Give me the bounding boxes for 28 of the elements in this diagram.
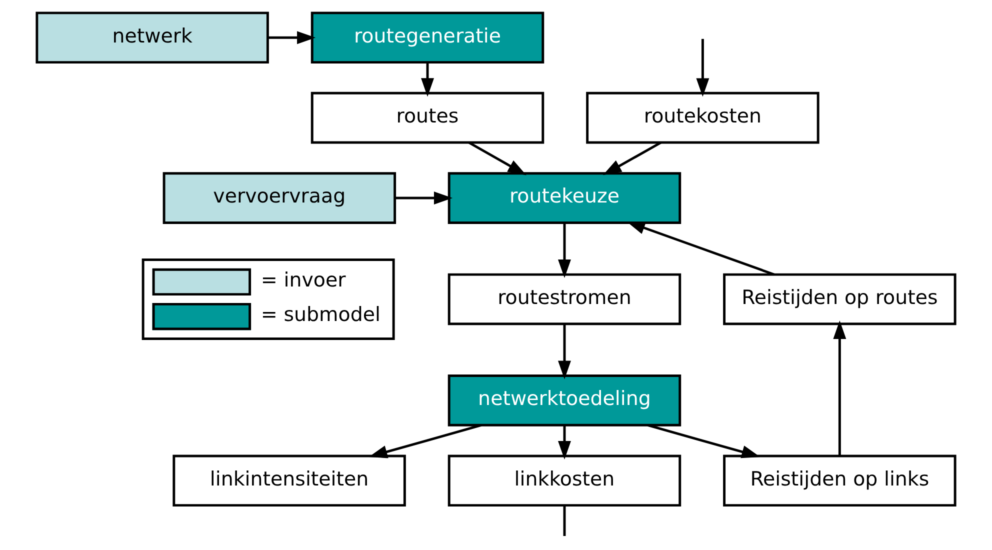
arrow [647, 424, 760, 458]
arrow [558, 324, 571, 380]
arrow [602, 142, 662, 176]
arrow [696, 38, 710, 97]
node-box: linkkosten [448, 454, 682, 507]
node-box: Reistijden op routes [723, 273, 956, 326]
node-box: netwerk [36, 12, 269, 64]
arrow [395, 192, 453, 205]
legend-label: = invoer [260, 268, 346, 292]
arrow [421, 62, 434, 97]
connector [563, 506, 566, 536]
node-box: vervoervraag [162, 172, 396, 224]
arrow [468, 142, 526, 176]
node-box: routegeneratie [310, 12, 544, 64]
arrow [626, 222, 775, 276]
node-box: routes [310, 92, 544, 144]
arrow [558, 223, 571, 278]
arrow [368, 424, 482, 458]
node-box: routekeuze [448, 172, 682, 224]
legend-label: = submodel [260, 303, 380, 326]
node-box: routekosten [586, 92, 820, 144]
arrow [268, 31, 316, 44]
arrow [558, 425, 571, 460]
node-box: Reistijden op links [723, 454, 956, 507]
node-box: routestromen [448, 273, 682, 326]
arrow [833, 320, 846, 456]
node-box: linkintensiteiten [172, 454, 406, 507]
node-box: netwerktoedeling [448, 374, 682, 426]
